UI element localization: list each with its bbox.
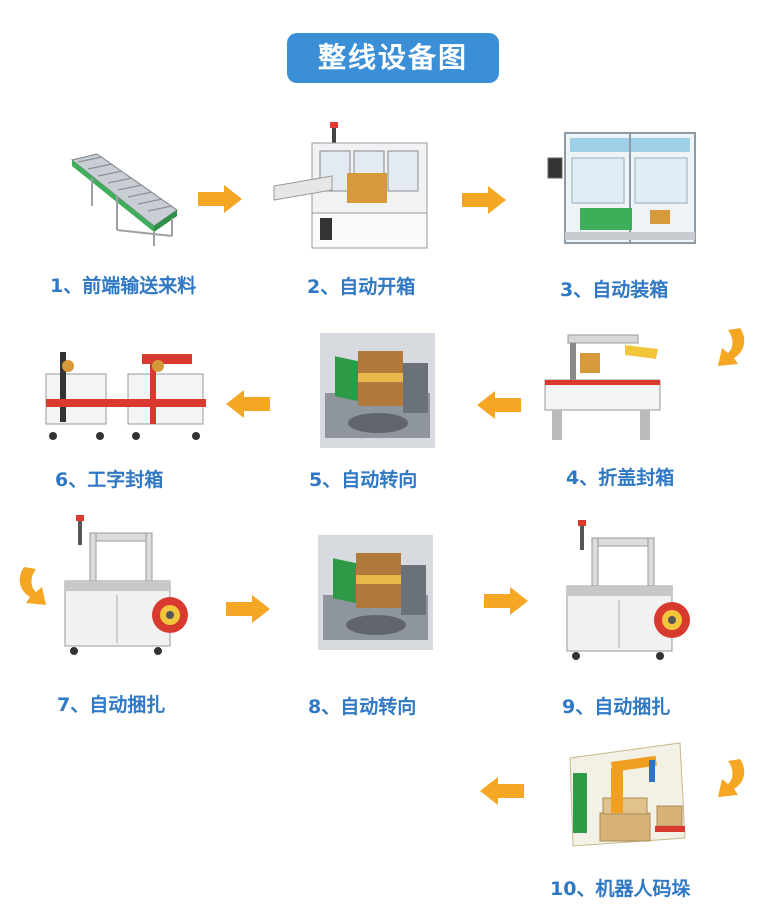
carton-erector-icon xyxy=(273,122,428,249)
arrow-right-icon xyxy=(198,185,242,213)
robot-palletizer-icon xyxy=(569,742,686,847)
step-label-10: 10、机器人码垛 xyxy=(550,878,691,900)
conveyor-icon xyxy=(70,153,178,246)
strapping-machine-icon xyxy=(64,515,188,655)
strapping-machine-icon xyxy=(566,520,690,660)
arrow-left-icon xyxy=(480,777,524,805)
arrow-down-left-icon xyxy=(718,759,745,797)
arrow-down-right-icon xyxy=(19,567,46,605)
step-label-8: 8、自动转向 xyxy=(308,696,417,718)
arrow-right-icon xyxy=(462,186,506,214)
box-turner-icon xyxy=(318,535,433,650)
step-label-6: 6、工字封箱 xyxy=(55,469,164,491)
arrow-down-left-icon xyxy=(718,328,745,366)
h-type-sealer-icon xyxy=(45,352,206,440)
step-label-1: 1、前端输送来料 xyxy=(50,275,197,297)
case-packer-icon xyxy=(547,132,696,244)
step-label-9: 9、自动捆扎 xyxy=(562,696,671,718)
arrow-right-icon xyxy=(484,587,528,615)
step-label-7: 7、自动捆扎 xyxy=(57,694,166,716)
arrow-left-icon xyxy=(226,390,270,418)
step-label-3: 3、自动装箱 xyxy=(560,279,669,301)
box-turner-icon xyxy=(320,333,435,448)
arrow-right-icon xyxy=(226,595,270,623)
step-label-4: 4、折盖封箱 xyxy=(566,467,675,489)
step-label-2: 2、自动开箱 xyxy=(307,276,416,298)
page-title: 整线设备图 xyxy=(287,33,499,83)
step-label-5: 5、自动转向 xyxy=(309,469,418,491)
arrow-left-icon xyxy=(477,391,521,419)
flap-folder-sealer-icon xyxy=(544,334,661,440)
